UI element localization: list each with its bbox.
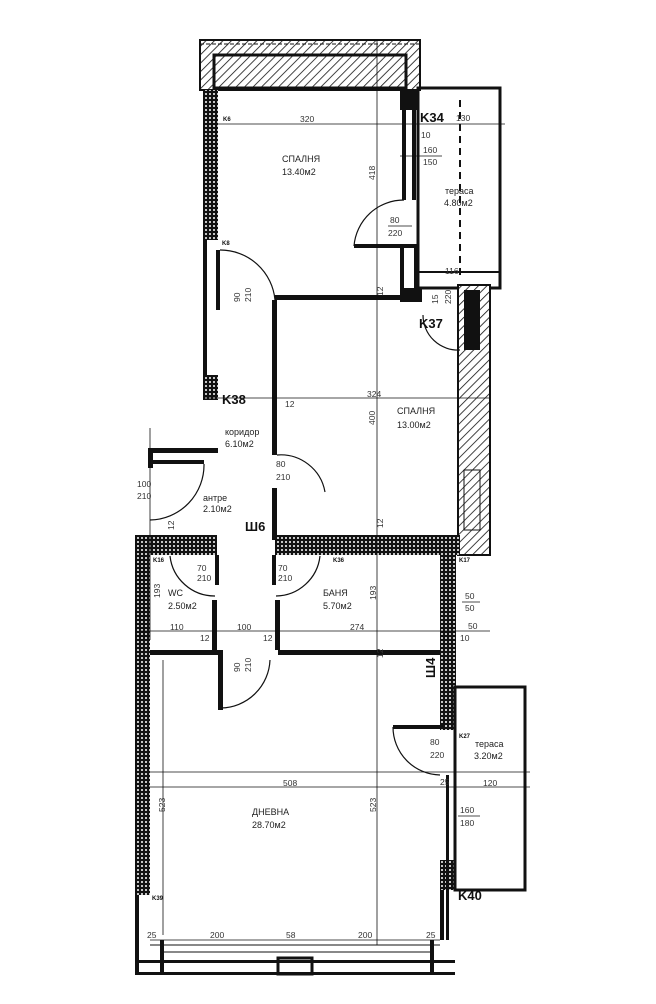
room-name: тераса <box>475 739 504 749</box>
room-area: 5.70м2 <box>323 601 352 611</box>
plan-label: 210 <box>278 573 292 583</box>
door-swings <box>149 199 461 776</box>
plan-label: 130 <box>456 113 470 123</box>
plan-label: K8 <box>222 241 230 247</box>
plan-label: 210 <box>243 288 253 302</box>
walls <box>135 86 527 976</box>
plan-label: 110 <box>170 622 184 632</box>
plan-label: 120 <box>483 778 497 788</box>
plan-label: K39 <box>152 896 164 902</box>
room-labels: СПАЛНЯ 13.40м2 тераса 4.80м2 СПАЛНЯ 13.0… <box>168 154 504 830</box>
plan-label: 50 <box>465 603 475 613</box>
plan-label: 50 <box>465 591 475 601</box>
plan-label: 116 <box>445 266 459 276</box>
room-name: ДНЕВНА <box>252 807 289 817</box>
plan-label: 25 <box>147 930 157 940</box>
room-name: БАНЯ <box>323 588 348 598</box>
room-area: 2.50м2 <box>168 601 197 611</box>
dimension-lines <box>140 40 530 945</box>
plan-label: K16 <box>153 558 165 564</box>
plan-label: 508 <box>283 778 297 788</box>
room-area: 6.10м2 <box>225 439 254 449</box>
plan-label: 193 <box>368 586 378 600</box>
plan-label: 320 <box>300 114 314 124</box>
plan-label: 220 <box>443 290 453 304</box>
plan-label: K34 <box>420 110 445 125</box>
room-name: WC <box>168 588 183 598</box>
plan-label: Ш4 <box>423 657 438 678</box>
plan-label: 100 <box>237 622 251 632</box>
plan-label: 274 <box>350 622 364 632</box>
plan-label: Ш6 <box>245 519 265 534</box>
plan-label: 10 <box>421 130 431 140</box>
room-name: тераса <box>445 186 474 196</box>
plan-label: 15 <box>430 294 440 304</box>
plan-label: 160 <box>423 145 437 155</box>
door-labels: 80 220 90 210 80 210 100 210 70 210 70 2… <box>137 215 444 760</box>
plan-label: 90 <box>232 662 242 672</box>
plan-label: 12 <box>375 286 385 296</box>
plan-label: 523 <box>368 798 378 812</box>
plan-label: K6 <box>223 117 231 123</box>
plan-label: K38 <box>222 392 246 407</box>
room-name: СПАЛНЯ <box>397 406 435 416</box>
plan-label: 193 <box>152 584 162 598</box>
plan-label: 160 <box>460 805 474 815</box>
room-area: 13.00м2 <box>397 420 431 430</box>
room-area: 28.70м2 <box>252 820 286 830</box>
plan-label: K40 <box>458 888 482 903</box>
room-area: 3.20м2 <box>474 751 503 761</box>
plan-label: K27 <box>459 734 471 740</box>
plan-label: 180 <box>460 818 474 828</box>
plan-label: 80 <box>276 459 286 469</box>
plan-label: 150 <box>423 157 437 167</box>
plan-label: 12 <box>375 518 385 528</box>
room-area: 4.80м2 <box>444 198 473 208</box>
plan-label: 210 <box>197 573 211 583</box>
room-area: 2.10м2 <box>203 504 232 514</box>
plan-label: 220 <box>430 750 444 760</box>
plan-label: 200 <box>358 930 372 940</box>
plan-label: 58 <box>286 930 296 940</box>
plan-label: 418 <box>367 166 377 180</box>
plan-label: 80 <box>430 737 440 747</box>
plan-label: 70 <box>278 563 288 573</box>
plan-label: 12 <box>200 633 210 643</box>
plan-label: 25 <box>440 777 450 787</box>
room-name: коридор <box>225 427 259 437</box>
plan-label: 12 <box>375 648 385 658</box>
plan-label: 523 <box>157 798 167 812</box>
room-name: антре <box>203 493 227 503</box>
plan-label: 210 <box>137 491 151 501</box>
plan-label: 12 <box>166 520 176 530</box>
plan-label: 50 <box>468 621 478 631</box>
plan-label: K17 <box>459 558 471 564</box>
plan-label: 324 <box>367 389 381 399</box>
plan-label: 100 <box>137 479 151 489</box>
room-name: СПАЛНЯ <box>282 154 320 164</box>
top-hatched-wall <box>199 39 421 91</box>
plan-label: 12 <box>263 633 273 643</box>
plan-label: K36 <box>333 558 345 564</box>
plan-label: 210 <box>276 472 290 482</box>
plan-label: 80 <box>390 215 400 225</box>
plan-label: 400 <box>367 411 377 425</box>
window-labels: 160 150 50 50 160 180 15 220 <box>400 145 480 828</box>
plan-label: 220 <box>388 228 402 238</box>
room-area: 13.40м2 <box>282 167 316 177</box>
plan-label: K37 <box>419 316 443 331</box>
dimension-labels: 320 418 130 10 116 12 324 400 12 12 193 … <box>147 113 497 940</box>
plan-label: 90 <box>232 292 242 302</box>
plan-label: 10 <box>460 633 470 643</box>
structural-markers: K34 K37 K38 Ш6 K40 Ш4 K6 K8 K16 K36 K17 … <box>152 110 482 903</box>
plan-label: 70 <box>197 563 207 573</box>
plan-label: 200 <box>210 930 224 940</box>
plan-label: 25 <box>426 930 436 940</box>
plan-label: 210 <box>243 658 253 672</box>
plan-label: 12 <box>285 399 295 409</box>
